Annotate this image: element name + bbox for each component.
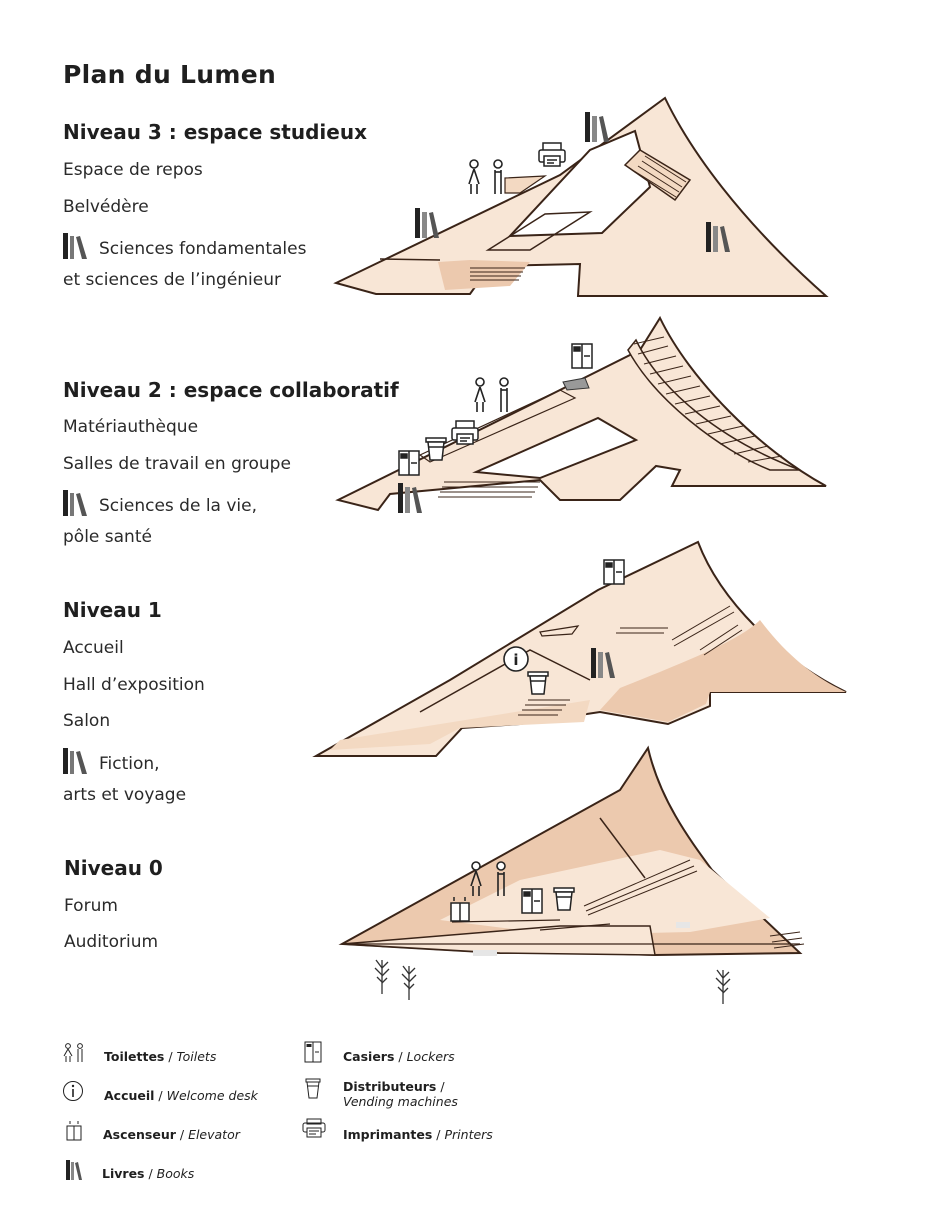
level-1-item-arts: arts et voyage (63, 785, 187, 805)
legend-toilets: Toilettes / Toilets (104, 1049, 217, 1064)
level-2-item-health: pôle santé (63, 527, 152, 547)
info-icon (62, 1080, 84, 1106)
level-2-life-sciences-label: Sciences de la vie, (99, 496, 258, 516)
level-3-title: Niveau 3 : espace studieux (63, 120, 367, 144)
legend-vending: Distributeurs /Vending machines (343, 1079, 458, 1109)
level-3-plan (333, 96, 829, 297)
legend-lockers: Casiers / Lockers (343, 1049, 455, 1064)
level-2-curved-stairs (633, 336, 783, 463)
books-icon (63, 233, 87, 264)
level-2-material-sample (562, 377, 590, 391)
level-0-item-auditorium: Auditorium (64, 932, 159, 952)
elevator-icon (66, 1121, 82, 1145)
level-2-plan (335, 315, 827, 513)
books-icon (63, 748, 87, 779)
level-2-item-life-sciences: Sciences de la vie, (63, 490, 257, 521)
level-2-item-group-rooms: Salles de travail en groupe (63, 454, 291, 474)
level-3-stairs-bottom (470, 267, 525, 281)
coffee-cup-icon (305, 1078, 321, 1104)
level-1-item-exhibition: Hall d’exposition (63, 675, 205, 695)
legend-books: Livres / Books (102, 1166, 195, 1181)
level-0-plan (338, 745, 805, 1005)
level-1-title: Niveau 1 (63, 598, 162, 622)
level-3-item-sciences: Sciences fondamentales (63, 233, 306, 264)
toilets-icon (62, 1043, 86, 1067)
level-1-item-welcome: Accueil (63, 638, 124, 658)
books-icon (63, 490, 87, 521)
lockers-icon (304, 1041, 322, 1067)
level-1-stairs (518, 605, 743, 716)
level-1-info-marker: i (503, 646, 529, 672)
level-1-item-fiction: Fiction, (63, 748, 160, 779)
level-3-sciences-label: Sciences fondamentales (99, 239, 307, 259)
legend-elevator: Ascenseur / Elevator (103, 1127, 240, 1142)
legend-welcome: Accueil / Welcome desk (104, 1088, 258, 1103)
level-2-stairs-bottom (438, 481, 540, 498)
level-2-title: Niveau 2 : espace collaboratif (63, 378, 399, 402)
level-0-item-forum: Forum (64, 896, 118, 916)
level-1-plan: i (312, 540, 847, 757)
page-title: Plan du Lumen (63, 60, 277, 89)
level-3-item-belvedere: Belvédère (63, 197, 149, 217)
printer-icon (302, 1118, 326, 1142)
legend-printers: Imprimantes / Printers (343, 1127, 493, 1142)
info-marker-label: i (513, 651, 518, 669)
level-2-item-materials: Matériauthèque (63, 417, 199, 437)
level-0-title: Niveau 0 (64, 856, 163, 880)
level-3-item-engineering: et sciences de l’ingénieur (63, 270, 282, 290)
level-1-item-lounge: Salon (63, 711, 111, 731)
level-0-stairs (583, 859, 805, 949)
level-1-fiction-label: Fiction, (99, 754, 160, 774)
level-3-item-rest: Espace de repos (63, 160, 203, 180)
books-icon (66, 1160, 82, 1184)
level-3-stairs-right (633, 155, 687, 198)
